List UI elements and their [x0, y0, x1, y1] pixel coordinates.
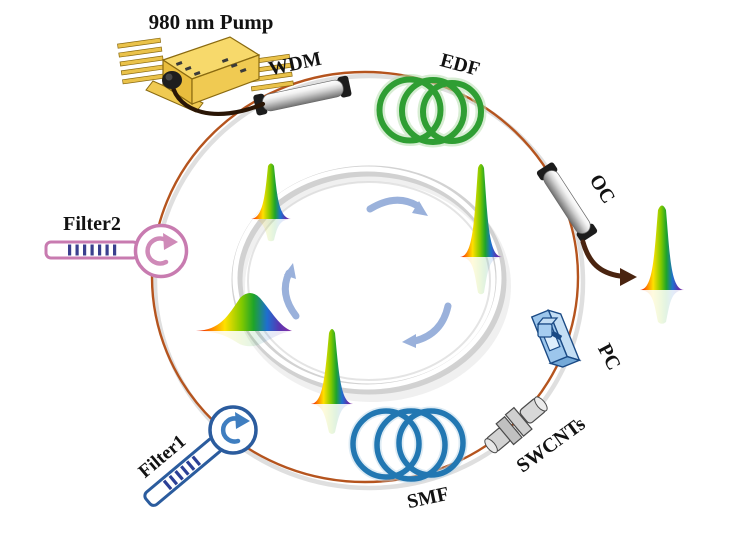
cycle-arrow-bottom-icon [402, 302, 452, 348]
filter2-label: Filter2 [63, 213, 121, 235]
intracavity-pulses [196, 163, 502, 434]
wdm-component [253, 75, 352, 116]
cavity-ring-fiber [150, 70, 586, 491]
filter1-component [143, 405, 258, 507]
oc-component [536, 162, 598, 242]
inner-circulation-ring [231, 165, 511, 402]
pump-pins-left [117, 37, 167, 85]
swcnts-component [484, 396, 548, 454]
pump-label: 980 nm Pump [148, 10, 274, 34]
cycle-arrow-left-icon [281, 263, 300, 320]
pump-flange [145, 80, 204, 113]
pulse-left-broad [196, 293, 292, 331]
circulation-arrows [281, 196, 452, 348]
output-arrow [580, 239, 637, 286]
filter2-component [44, 223, 189, 279]
cycle-arrow-top-icon [366, 196, 428, 216]
pump-fiber-port [162, 71, 182, 89]
edf-coil [374, 74, 487, 148]
pulse-bottom-center [311, 329, 353, 404]
pulse-right-tall [460, 164, 502, 257]
pc-component [530, 309, 582, 368]
pump-laser-diode [117, 36, 294, 116]
smf-coil [348, 406, 468, 484]
output-pulse [640, 205, 684, 324]
pump-top-pads [175, 58, 247, 76]
pump-fiber [169, 81, 266, 116]
pump-right-face [191, 54, 260, 105]
pulse-top-left [251, 163, 291, 219]
